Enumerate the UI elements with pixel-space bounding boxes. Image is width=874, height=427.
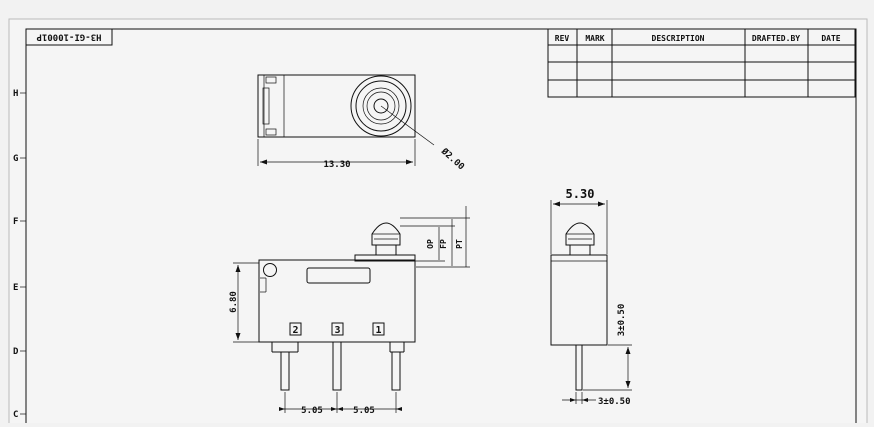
description-header: DESCRIPTION	[652, 34, 705, 43]
pin-thickness-dimension: 3±0.50	[598, 397, 631, 407]
height-dimension: 6.80	[229, 291, 239, 313]
actuator-outer-circle	[350, 75, 412, 137]
drafted-by-header: DRAFTED.BY	[752, 34, 800, 43]
drawing-number: H3-GI-10001P	[36, 32, 102, 42]
grid-label-c: C	[13, 410, 18, 420]
pin-label-1: 1	[375, 325, 381, 336]
revision-table: REV MARK DESCRIPTION DRAFTED.BY DATE	[547, 28, 856, 98]
end-pin	[575, 344, 583, 391]
pin-label-2: 2	[292, 325, 298, 336]
drawing-number-box: H3-GI-10001P	[25, 28, 113, 46]
grid-labels: H G F E D C	[13, 89, 26, 420]
pin-pitch-right: 5.05	[353, 406, 375, 416]
date-header: DATE	[821, 34, 840, 43]
length-dimension: 13.30	[323, 160, 350, 170]
grid-label-f: F	[13, 217, 18, 227]
top-body-outline	[257, 74, 416, 138]
mark-header: MARK	[585, 34, 604, 43]
op-label: OP	[426, 239, 435, 249]
fp-label: FP	[439, 239, 448, 249]
sheet-outer-border	[8, 18, 868, 427]
pin-3	[332, 341, 342, 391]
pin-1	[391, 351, 401, 391]
grid-label-d: D	[13, 347, 19, 357]
side-view: 2 3 1 6.80 5.05 5.05 OP FP PT	[229, 206, 470, 416]
pin-length-dimension: 3±0.50	[617, 304, 627, 337]
end-view: 5.30 3±0.50 3±0.50	[550, 187, 632, 407]
pin-pitch-left: 5.05	[301, 406, 323, 416]
pt-label: PT	[455, 239, 464, 249]
width-dimension: 5.30	[566, 187, 595, 201]
grid-label-e: E	[13, 283, 18, 293]
pin-2	[280, 351, 290, 391]
grid-label-g: G	[13, 154, 18, 164]
pin-label-3: 3	[334, 325, 340, 336]
sheet-inner-border	[25, 28, 857, 427]
rev-header: REV	[555, 34, 570, 43]
grid-label-h: H	[13, 89, 18, 99]
